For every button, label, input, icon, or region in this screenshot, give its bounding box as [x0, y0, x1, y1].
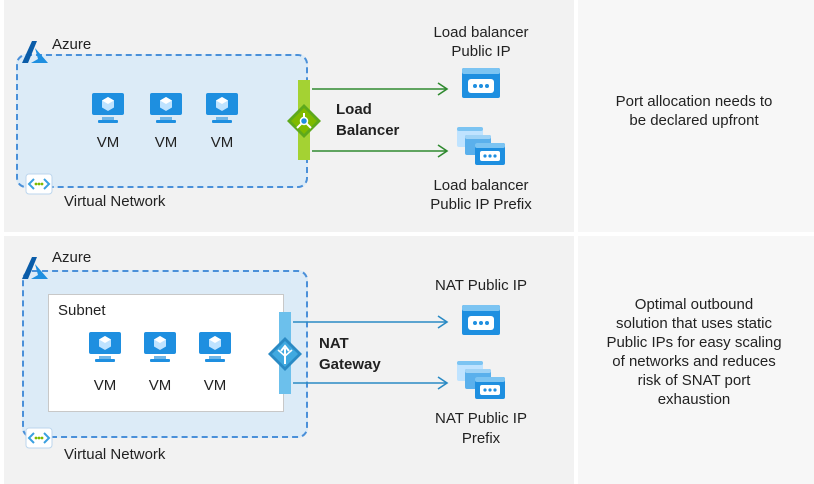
- row1-vnet-label: Virtual Network: [64, 193, 166, 210]
- row1-description-cell: [578, 0, 814, 232]
- nat-gateway-icon: [268, 337, 302, 371]
- nat-public-ip-prefix-label-line1: NAT Public IP: [435, 410, 527, 427]
- row2-description-line: risk of SNAT port: [637, 372, 751, 389]
- column-divider: [574, 0, 578, 484]
- vm-label: VM: [93, 377, 117, 394]
- subnet-label: Subnet: [58, 302, 106, 319]
- vm-label: VM: [210, 134, 234, 151]
- row2-description-line: Public IPs for easy scaling: [606, 334, 782, 351]
- row2-description-line: solution that uses static: [616, 315, 772, 332]
- vm-icon: [150, 93, 182, 123]
- arrow-to-public-ip-prefix: [312, 144, 449, 158]
- nat-public-ip-prefix-label-line2: Prefix: [461, 430, 501, 447]
- row2-description-line: of networks and reduces: [612, 353, 776, 370]
- azure-logo-icon: [22, 41, 48, 63]
- row2-description-line: Optimal outbound: [634, 296, 754, 313]
- vm-icon: [206, 93, 238, 123]
- lb-public-ip-label: Load balancer Public IP: [414, 23, 548, 61]
- row2-azure-label: Azure: [52, 249, 92, 266]
- public-ip-icon: [462, 305, 500, 335]
- row2-description-cell: [578, 236, 814, 484]
- vm-icon: [144, 332, 176, 362]
- public-ip-prefix-icon: [457, 127, 505, 165]
- vm-label: VM: [154, 134, 178, 151]
- vm-icon: [199, 332, 231, 362]
- public-ip-prefix-icon: [457, 361, 505, 399]
- nat-public-ip-prefix-label: NAT Public IP Prefix: [414, 409, 548, 449]
- row1-description-line: Port allocation needs to: [615, 93, 773, 110]
- load-balancer-icon: [287, 104, 321, 138]
- row2-description-line: exhaustion: [657, 391, 731, 408]
- lb-public-ip-label-line1: Load balancer: [433, 24, 529, 41]
- azure-logo-icon: [22, 257, 48, 279]
- virtual-network-icon: [25, 173, 53, 195]
- row2-vnet-label: Virtual Network: [64, 446, 166, 463]
- nat-gateway-label-line1: NAT: [319, 335, 349, 352]
- load-balancer-label: Load Balancer: [336, 99, 399, 141]
- arrow-to-public-ip: [312, 82, 449, 96]
- row1-azure-label: Azure: [52, 36, 92, 53]
- load-balancer-label-line1: Load: [336, 101, 372, 118]
- virtual-network-icon: [25, 427, 53, 449]
- vm-label: VM: [203, 377, 227, 394]
- load-balancer-label-line2: Balancer: [336, 122, 400, 139]
- row1-description: Port allocation needs to be declared upf…: [594, 92, 794, 130]
- lb-public-ip-label-line2: Public IP: [451, 43, 511, 60]
- lb-public-ip-prefix-label-line1: Load balancer: [433, 177, 529, 194]
- row-divider: [0, 232, 814, 236]
- row1-description-line: be declared upfront: [629, 112, 759, 129]
- lb-public-ip-prefix-label: Load balancer Public IP Prefix: [408, 176, 554, 214]
- row2-description: Optimal outbound solution that uses stat…: [594, 295, 794, 409]
- vm-label: VM: [148, 377, 172, 394]
- nat-gateway-label: NAT Gateway: [319, 333, 381, 375]
- public-ip-icon: [462, 68, 500, 98]
- vm-icon: [92, 93, 124, 123]
- nat-public-ip-label: NAT Public IP: [414, 276, 548, 295]
- nat-gateway-label-line2: Gateway: [319, 356, 381, 373]
- lb-public-ip-prefix-label-line2: Public IP Prefix: [430, 196, 532, 213]
- arrow-to-nat-public-ip: [293, 315, 449, 329]
- nat-public-ip-label-line1: NAT Public IP: [435, 277, 527, 294]
- vm-icon: [89, 332, 121, 362]
- vm-label: VM: [96, 134, 120, 151]
- arrow-to-nat-public-ip-prefix: [293, 376, 449, 390]
